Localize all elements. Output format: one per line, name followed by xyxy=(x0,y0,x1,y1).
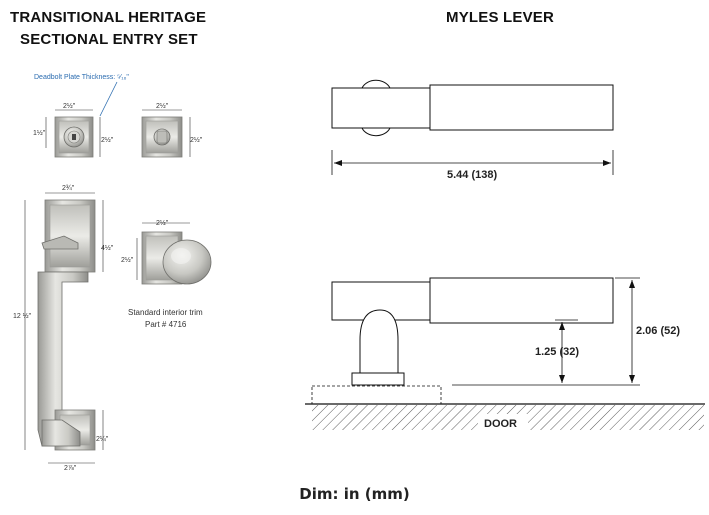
deadbolt-height-label: 2½" xyxy=(101,136,114,144)
deadbolt-width-label: 2½" xyxy=(63,102,76,110)
lever-projection-label: 2.06 (52) xyxy=(636,325,680,337)
handle-bottom-height-label: 2¼" xyxy=(96,436,109,443)
right-title: MYLES LEVER xyxy=(446,9,555,26)
interior-width-label: 2½" xyxy=(156,219,169,227)
rose-outline xyxy=(311,385,442,405)
handle-bottom-width-label: 2⅞" xyxy=(64,465,77,472)
interior-height-label: 2½" xyxy=(121,256,134,264)
lever-length-label: 5.44 (138) xyxy=(447,169,497,181)
lever-top-view xyxy=(331,79,614,137)
handleset-grip xyxy=(37,199,96,451)
interior-knob-trim xyxy=(141,231,212,285)
thumbturn-height-label: 2½" xyxy=(190,136,203,144)
left-title-line-1: TRANSITIONAL HERITAGE xyxy=(10,9,207,26)
deadbolt-note-leader xyxy=(99,81,118,117)
lever-side-view xyxy=(331,277,614,386)
interior-caption-line-1: Standard interior trim xyxy=(128,308,203,317)
units-footer: Dim: in (mm) xyxy=(299,485,410,503)
handle-overall-height-label: 12 ½" xyxy=(13,312,32,320)
deadbolt-offset-label: 1½" xyxy=(33,129,46,137)
thumbturn-width-label: 2½" xyxy=(156,102,169,110)
handle-top-height-label: 4½" xyxy=(101,244,114,252)
rose-height-label: 1.25 (32) xyxy=(535,346,579,358)
interior-caption-line-2: Part # 4716 xyxy=(145,320,187,329)
deadbolt-note: Deadbolt Plate Thickness: ⁵⁄₁₆" xyxy=(34,74,129,81)
handle-top-width-label: 2¾" xyxy=(62,185,75,192)
door-label: DOOR xyxy=(484,418,517,430)
left-title-line-2: SECTIONAL ENTRY SET xyxy=(20,31,198,48)
thumbturn-interior-plate xyxy=(141,116,183,158)
deadbolt-exterior-plate xyxy=(54,116,94,158)
